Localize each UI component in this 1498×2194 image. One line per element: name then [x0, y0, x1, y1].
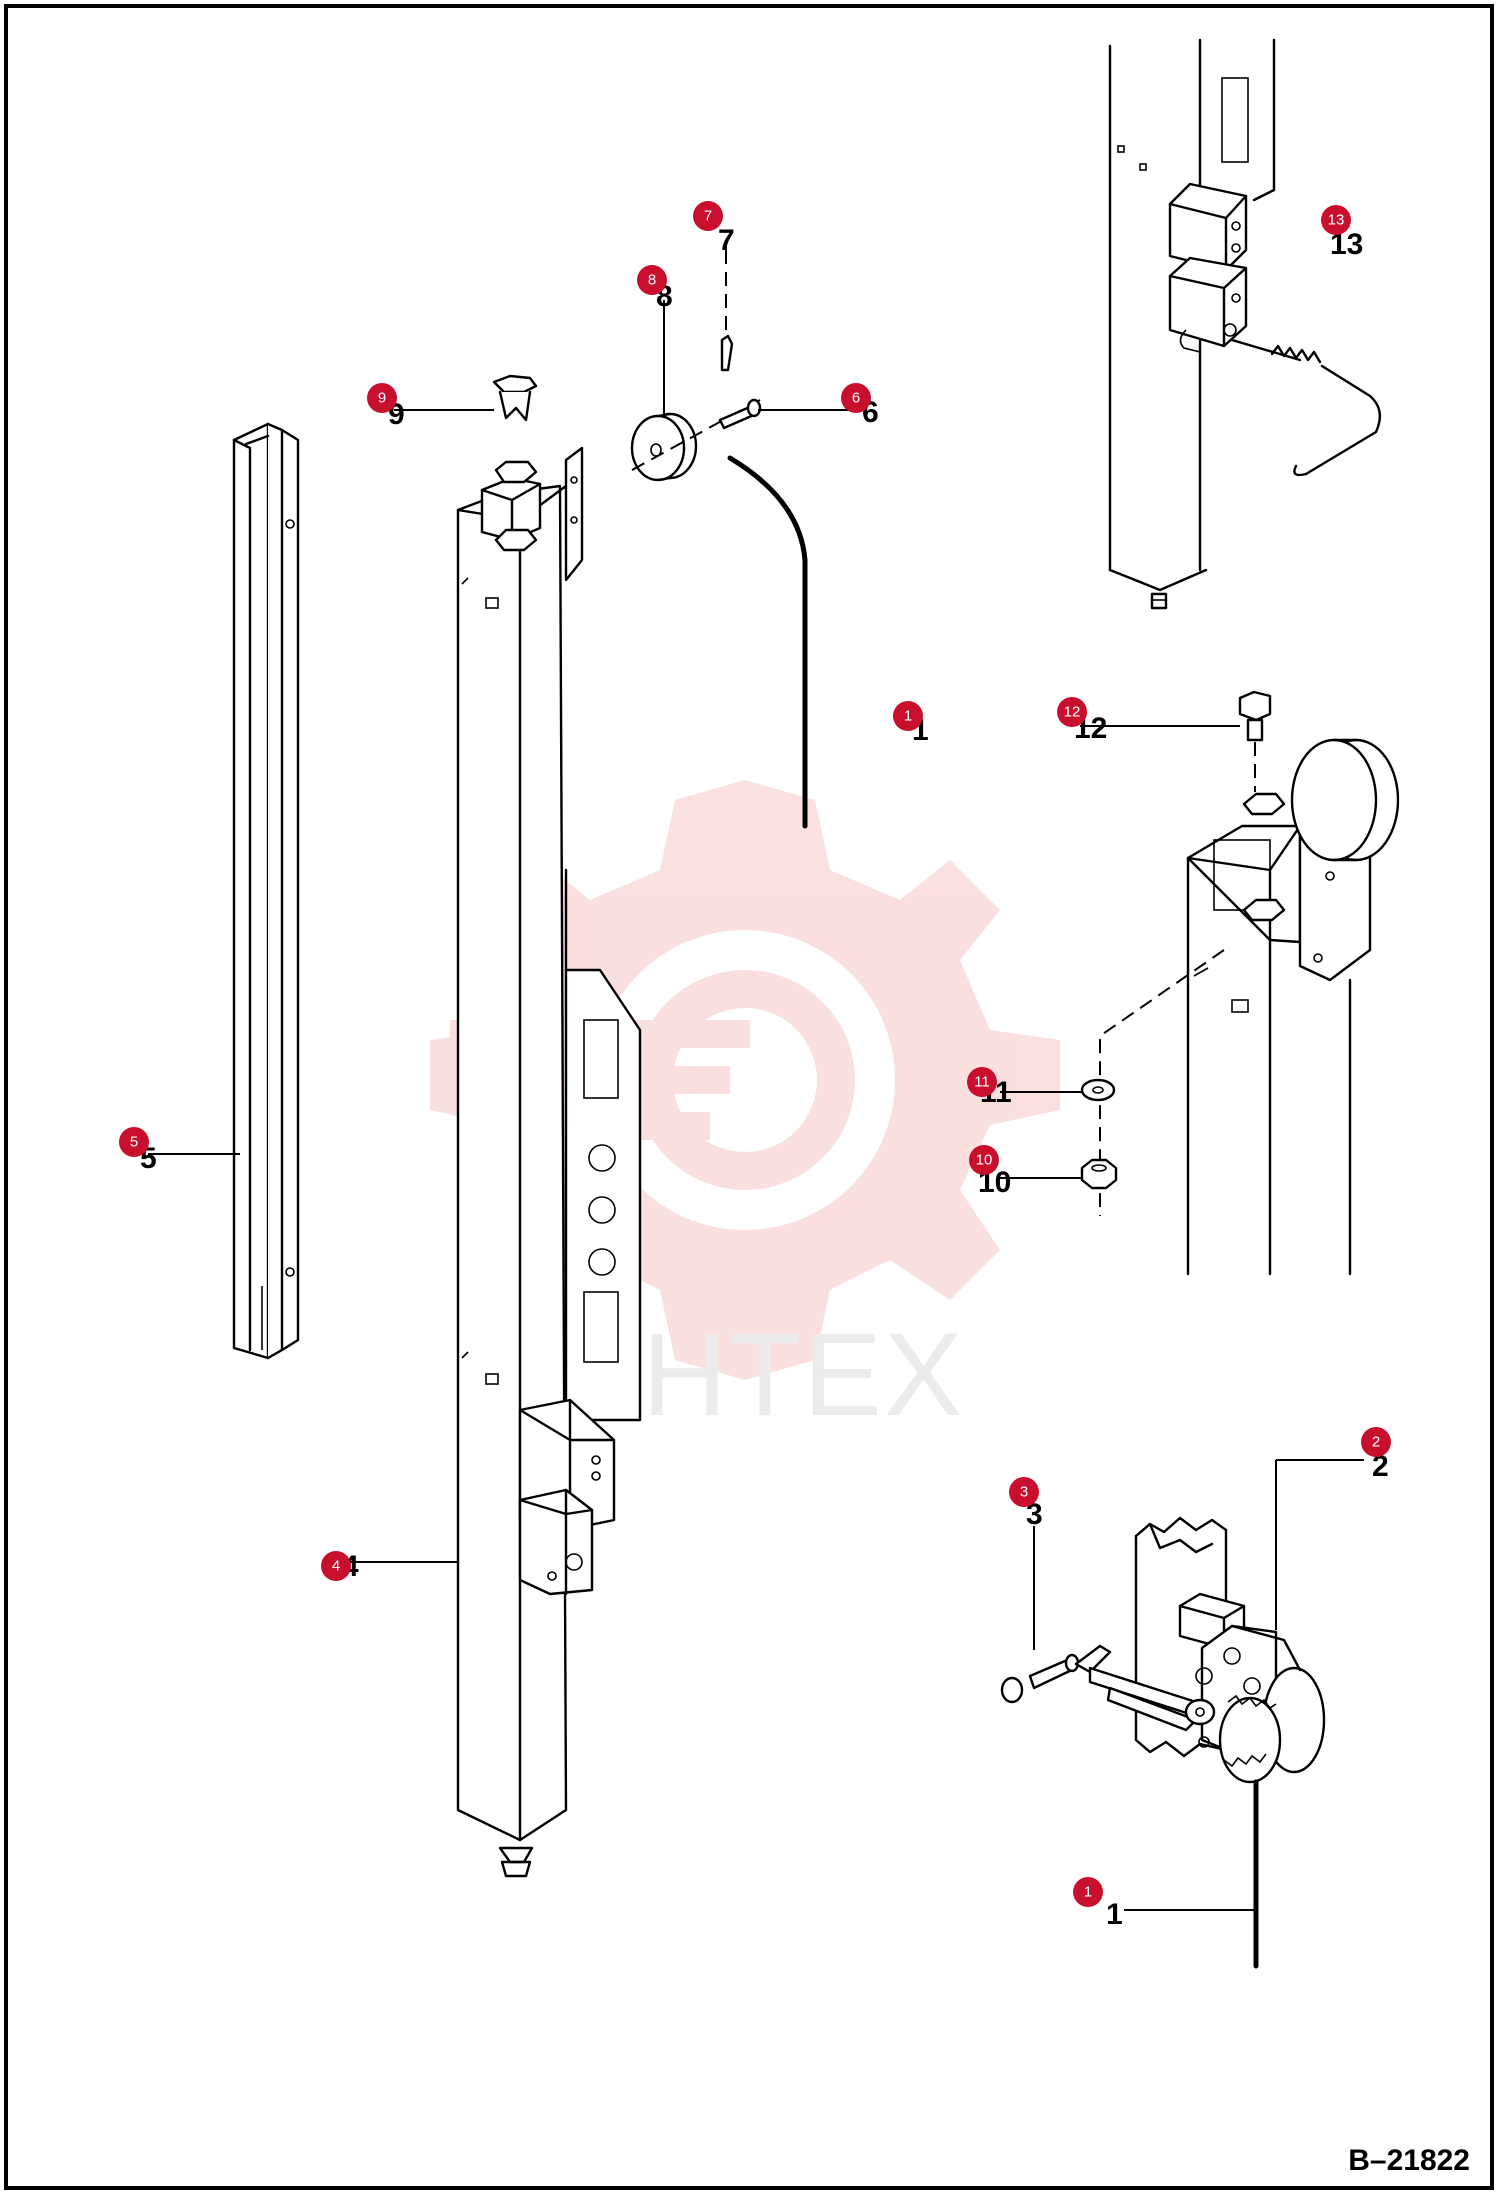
cable-part-1-upper	[727, 455, 808, 829]
svg-text:1: 1	[904, 708, 912, 725]
callout-markers: 9 8 7 6 1 12 13 11	[119, 201, 1391, 1907]
mast-part-4	[456, 446, 642, 1878]
callout-marker-9[interactable]: 9	[367, 383, 397, 413]
callout-marker-1b[interactable]: 1	[1073, 1877, 1103, 1907]
winch-detail	[1000, 1516, 1326, 1969]
callout-number-3: 3	[1026, 1498, 1043, 1531]
pin-part-6	[718, 398, 762, 430]
callout-marker-13[interactable]: 13	[1321, 205, 1351, 235]
callout-marker-2[interactable]: 2	[1361, 1427, 1391, 1457]
callout-marker-8[interactable]: 8	[637, 265, 667, 295]
cotter-pin-part-7	[720, 250, 734, 372]
callout-number-2: 2	[1372, 1450, 1389, 1483]
svg-text:12: 12	[1064, 704, 1081, 721]
callout-marker-10[interactable]: 10	[969, 1145, 999, 1175]
channel-part-5	[232, 422, 300, 1360]
svg-text:4: 4	[332, 1558, 340, 1575]
svg-text:9: 9	[378, 390, 386, 407]
callout-marker-1a[interactable]: 1	[893, 701, 923, 731]
callout-number-7: 7	[718, 224, 735, 257]
svg-text:11: 11	[974, 1074, 990, 1091]
callout-marker-6[interactable]: 6	[841, 383, 871, 413]
pulley-part-8	[630, 399, 761, 482]
svg-text:10: 10	[976, 1152, 993, 1169]
column-part-13	[1108, 38, 1382, 610]
column-pulley-detail	[1080, 690, 1400, 1276]
svg-text:2: 2	[1372, 1434, 1380, 1451]
cap-part-9	[492, 374, 538, 422]
callout-number-1b: 1	[1106, 1898, 1123, 1931]
callout-marker-7[interactable]: 7	[693, 201, 723, 231]
svg-text:5: 5	[130, 1134, 138, 1151]
callout-marker-12[interactable]: 12	[1057, 697, 1087, 727]
svg-text:13: 13	[1328, 212, 1345, 229]
drawing-reference: B–21822	[1348, 2144, 1470, 2177]
callout-marker-11[interactable]: 11	[967, 1067, 997, 1097]
svg-text:6: 6	[852, 390, 860, 407]
svg-text:1: 1	[1084, 1884, 1092, 1901]
leader-lines	[148, 246, 1364, 1911]
callout-marker-4[interactable]: 4	[321, 1551, 351, 1581]
svg-text:3: 3	[1020, 1484, 1028, 1501]
svg-text:7: 7	[704, 208, 712, 225]
callout-marker-5[interactable]: 5	[119, 1127, 149, 1157]
svg-text:8: 8	[648, 272, 656, 289]
callout-marker-3[interactable]: 3	[1009, 1477, 1039, 1507]
